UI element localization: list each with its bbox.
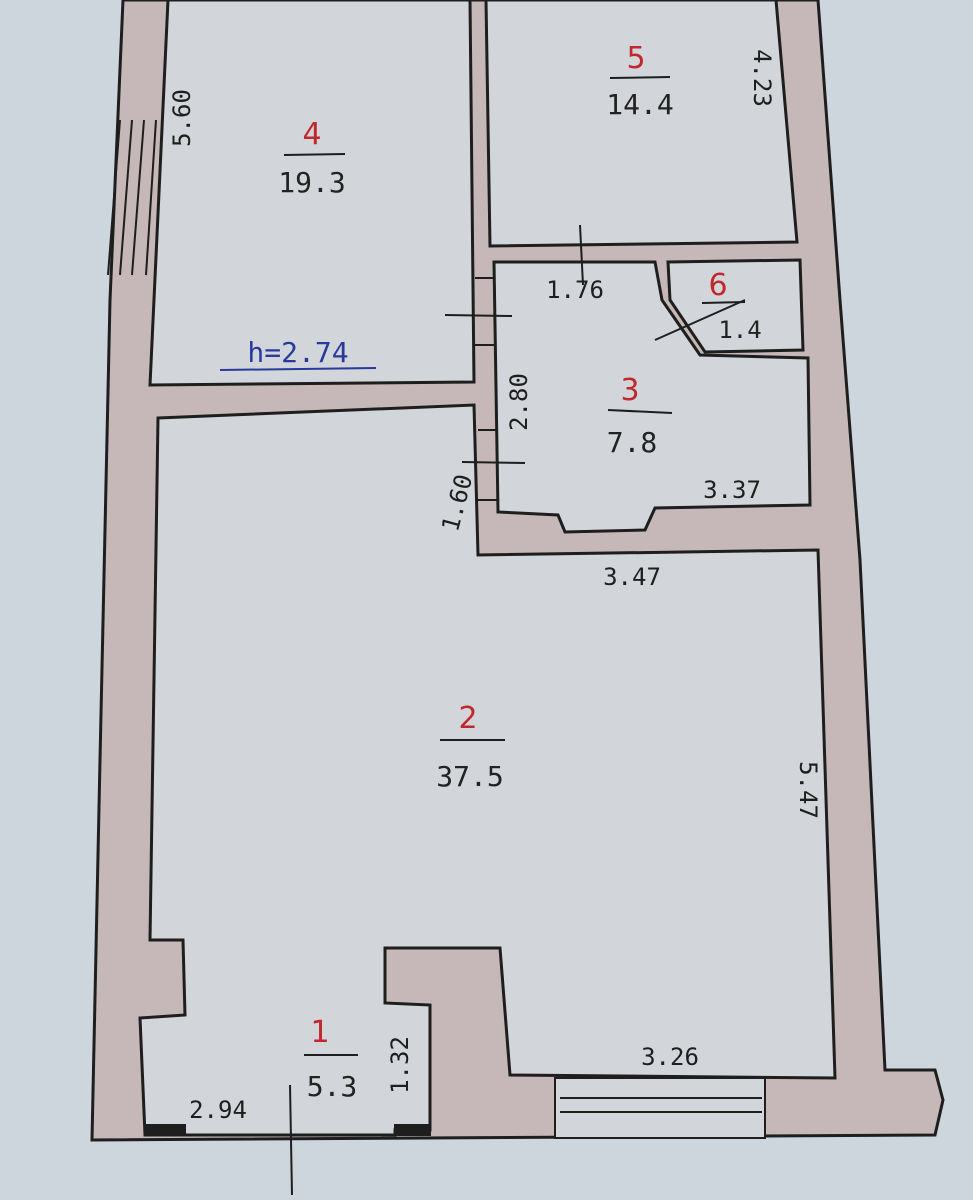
dim-room4-side: 5.60: [168, 89, 196, 147]
room-3-area: 7.8: [607, 426, 658, 459]
room-4-label-line: [283, 153, 346, 156]
room-2-floor: [138, 403, 837, 1137]
dim-room3-bottom: 3.37: [703, 476, 761, 504]
dim-corridor-width: 1.76: [546, 276, 604, 304]
room-6-floor: [666, 258, 805, 354]
window-left: [107, 119, 157, 276]
door-marks: [444, 224, 746, 501]
ceiling-height-underline: [219, 367, 377, 371]
dim-room5-side: 4.23: [748, 49, 776, 107]
room-3-label-line: [607, 409, 673, 414]
room-4-number: 4: [302, 117, 321, 152]
room-5-floor: [484, 0, 799, 248]
window-bottom: [554, 1077, 766, 1139]
ceiling-height-label: h=2.74: [247, 336, 348, 369]
dim-room2-top: 3.47: [603, 563, 661, 591]
dim-room2-bottom: 3.26: [641, 1043, 699, 1071]
room-1-area: 5.3: [307, 1070, 358, 1103]
room-3-floor: [492, 260, 812, 534]
dim-room2-side: 5.47: [794, 761, 822, 819]
room-4-floor: [148, 0, 476, 387]
room-5-number: 5: [626, 41, 645, 76]
room-5-area: 14.4: [606, 88, 673, 121]
room-6-number: 6: [708, 268, 727, 303]
room-5-label-line: [609, 76, 671, 79]
dim-room3-side: 2.80: [505, 373, 533, 431]
room-6-label-line: [701, 301, 746, 304]
room-6-area: 1.4: [718, 316, 761, 344]
room-2-number: 2: [458, 701, 477, 736]
room-1-number: 1: [310, 1015, 329, 1050]
room-4-area: 19.3: [278, 166, 345, 199]
dim-hall-side: 1.32: [386, 1036, 414, 1094]
room-2-area: 37.5: [436, 760, 503, 793]
entry-door: [144, 1084, 431, 1196]
dim-hall-bottom: 2.94: [189, 1096, 247, 1124]
room-3-number: 3: [620, 373, 639, 408]
